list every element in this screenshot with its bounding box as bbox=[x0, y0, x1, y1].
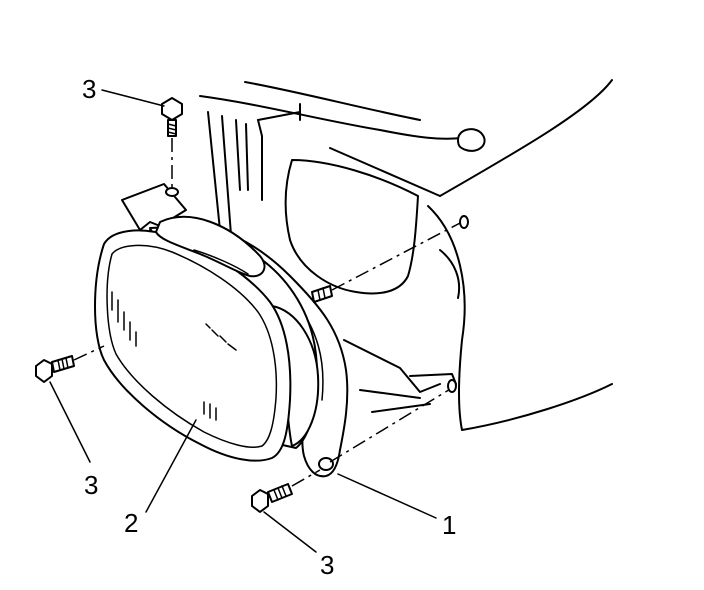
callout-bolt-top: 3 bbox=[82, 74, 96, 104]
bolt-bottom bbox=[251, 483, 293, 513]
callout-lamp: 2 bbox=[124, 508, 138, 538]
stud-upper-centerline bbox=[331, 221, 463, 291]
bracket-top-hole bbox=[165, 187, 179, 197]
bolt-bottom-centerline bbox=[291, 469, 321, 487]
callout-bolt-left: 3 bbox=[84, 470, 98, 500]
bolt-left bbox=[35, 355, 75, 383]
leader-lamp bbox=[145, 419, 197, 513]
leader-bracket bbox=[337, 473, 437, 519]
fascia-hole-upper bbox=[459, 215, 469, 229]
bolt-left-centerline bbox=[73, 345, 105, 361]
callout-bolt-bottom: 3 bbox=[320, 550, 334, 580]
lower-stud-centerline bbox=[329, 387, 453, 463]
leader-bolt-left bbox=[49, 381, 91, 463]
callout-bracket: 1 bbox=[442, 510, 456, 540]
bolt-top bbox=[161, 97, 183, 137]
leader-bolt-bottom bbox=[263, 511, 317, 553]
stud-upper bbox=[311, 285, 333, 303]
leader-bolt-top bbox=[101, 89, 165, 107]
fascia-hole-lower bbox=[447, 379, 457, 393]
fog-lamp bbox=[94, 215, 320, 462]
